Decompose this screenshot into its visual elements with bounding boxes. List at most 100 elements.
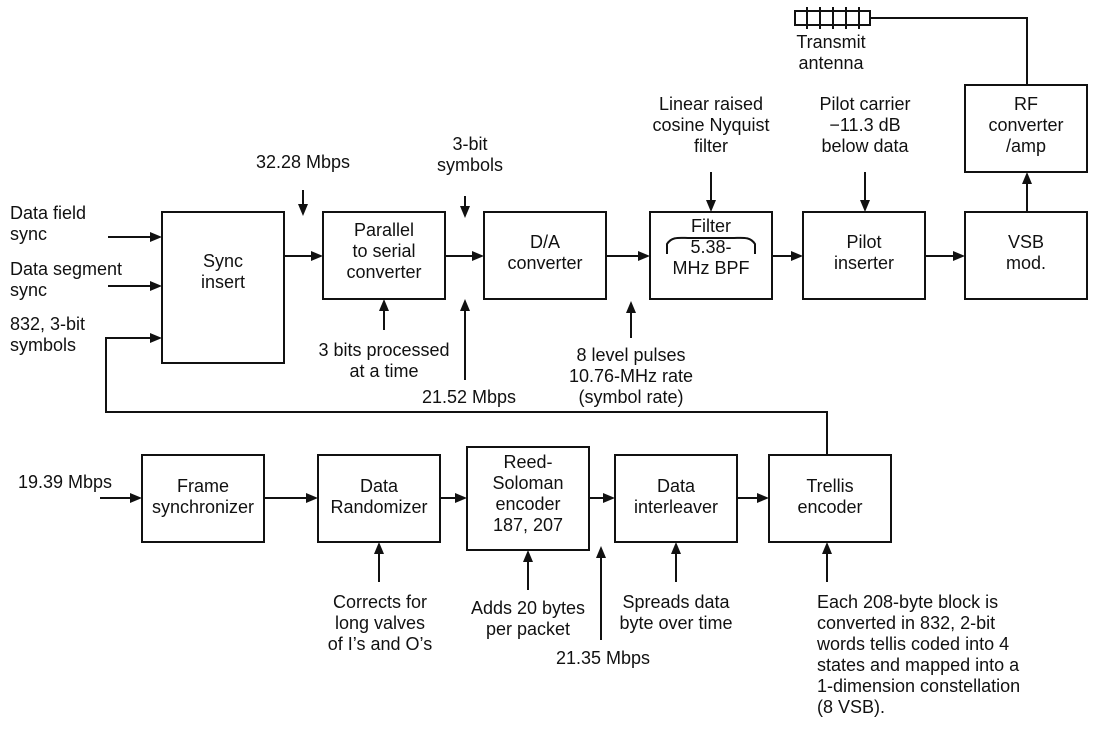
spreads-data-label-line: byte over time <box>619 613 732 633</box>
filter-label-line: MHz BPF <box>672 258 749 278</box>
three-bit-symbols-label-line: 3-bit <box>452 134 487 154</box>
frame-synchronizer-block <box>141 454 265 543</box>
rate-32-28-label: 32.28 Mbps <box>256 152 350 172</box>
rate-32-28-label-line: 32.28 Mbps <box>256 152 350 172</box>
pilot-carrier-label-line: −11.3 dB <box>829 115 900 135</box>
data-randomizer-label-line: Data <box>360 476 399 496</box>
symbols-832-label-line: 832, 3-bit <box>10 314 85 334</box>
data-field-sync-label-line: sync <box>10 224 47 244</box>
data-interleaver-label-line: Data <box>657 476 696 496</box>
pilot-inserter-label-line: Pilot <box>846 232 881 252</box>
trellis-encoder-label-line: encoder <box>797 497 862 517</box>
rate-21-52-label-line: 21.52 Mbps <box>422 387 516 407</box>
reed-solomon-label-line: Soloman <box>492 473 563 493</box>
rf-converter-label-line: converter <box>988 115 1063 135</box>
rf-converter-label-line: /amp <box>1006 136 1046 156</box>
rate-21-35-label-line: 21.35 Mbps <box>556 648 650 668</box>
spreads-data-label-line: Spreads data <box>622 592 730 612</box>
trellis-encoder-block <box>768 454 892 543</box>
rate-19-39-label-line: 19.39 Mbps <box>18 472 112 492</box>
corrects-for-label-line: Corrects for <box>333 592 427 612</box>
level-pulses-label-line: (symbol rate) <box>578 387 683 407</box>
trellis-note-label-line: converted in 832, 2-bit <box>817 613 995 633</box>
parallel-to-serial-label-line: converter <box>346 262 421 282</box>
parallel-to-serial-label-line: Parallel <box>354 220 414 240</box>
sync-insert-label-line: Sync <box>203 251 243 271</box>
transmit-antenna-label-line: antenna <box>798 53 864 73</box>
nyquist-filter-label-line: Linear raised <box>659 94 763 114</box>
corrects-for-label-line: of I’s and O’s <box>328 634 432 654</box>
frame-synchronizer-label-line: Frame <box>177 476 229 496</box>
vsb-mod-label-line: VSB <box>1008 232 1044 252</box>
symbols-832-label-line: symbols <box>10 335 76 355</box>
reed-solomon-label-line: 187, 207 <box>493 515 563 535</box>
trellis-encoder-label-line: Trellis <box>806 476 853 496</box>
da-converter-label-line: converter <box>507 253 582 273</box>
sync-insert-label-line: insert <box>201 272 245 292</box>
nyquist-filter-label-line: cosine Nyquist <box>652 115 769 135</box>
filter-label-line: Filter <box>691 216 731 236</box>
adds-20-bytes-label-line: Adds 20 bytes <box>471 598 585 618</box>
reed-solomon-label-line: encoder <box>495 494 560 514</box>
three-bit-symbols-label-line: symbols <box>437 155 503 175</box>
parallel-to-serial-converter-block <box>322 211 446 300</box>
data-segment-sync-label-line: Data segment <box>10 259 122 279</box>
bandpass-symbol <box>666 236 756 254</box>
trellis-note-label-line: (8 VSB). <box>817 697 885 717</box>
rf-converter-block <box>964 84 1088 173</box>
pilot-inserter-label-line: inserter <box>834 253 894 273</box>
level-pulses-label-line: 10.76-MHz rate <box>569 366 693 386</box>
pilot-inserter-block <box>802 211 926 300</box>
adds-20-bytes-label-line: per packet <box>486 619 570 639</box>
corrects-for-label-line: long valves <box>335 613 425 633</box>
frame-synchronizer-label-line: synchronizer <box>152 497 254 517</box>
data-field-sync-label-line: Data field <box>10 203 86 223</box>
transmit-antenna-icon <box>794 7 871 29</box>
three-bits-processed-label-line: 3 bits processed <box>318 340 449 360</box>
rf-converter-label-line: RF <box>1014 94 1038 114</box>
vsb-mod-block <box>964 211 1088 300</box>
signal-arrows <box>100 172 1032 640</box>
da-converter-block <box>483 211 607 300</box>
vsb-mod-label-line: mod. <box>1006 253 1046 273</box>
data-segment-sync-label-line: sync <box>10 280 47 300</box>
three-bits-processed-label-line: at a time <box>349 361 418 381</box>
antenna-feed-line <box>870 17 1028 85</box>
rate-19-39-label: 19.39 Mbps <box>18 472 112 492</box>
level-pulses-label-line: 8 level pulses <box>576 345 685 365</box>
trellis-note-label-line: states and mapped into a <box>817 655 1020 675</box>
reed-solomon-label-line: Reed- <box>503 452 552 472</box>
da-converter-label-line: D/A <box>530 232 560 252</box>
parallel-to-serial-label-line: to serial <box>352 241 415 261</box>
trellis-note-label-line: Each 208-byte block is <box>817 592 998 612</box>
transmit-antenna-label-line: Transmit <box>796 32 865 52</box>
sync-insert-block <box>161 211 285 364</box>
